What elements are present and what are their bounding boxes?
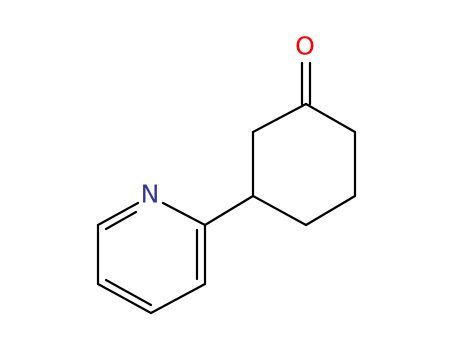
bond-ring-link xyxy=(203,194,255,227)
bond-ring-c3-c4 xyxy=(304,194,357,227)
atom-nitrogen-label: N xyxy=(141,180,160,209)
bond-ring-c4-c5 xyxy=(251,194,308,227)
bond-ring-c1-c2 xyxy=(304,102,357,134)
bond-py-n-c6-inner xyxy=(104,210,138,231)
bond-py-c2-n xyxy=(161,201,207,227)
bond-py-n-c6 xyxy=(96,201,140,227)
bond-py-c4-c3 xyxy=(149,282,207,315)
bond-ring-c6-c1 xyxy=(251,102,308,134)
bond-py-c5-c4 xyxy=(96,282,153,315)
bond-py-c5-c4-inner xyxy=(104,278,153,307)
atom-oxygen-label: O xyxy=(295,32,315,61)
